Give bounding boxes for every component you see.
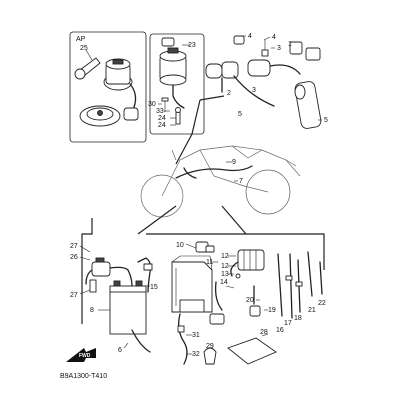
main-switch (159, 47, 187, 109)
callout-32: 32 (192, 351, 200, 358)
handlebar-switch-group: 4 4 3 1 2 3 5 5 (205, 33, 328, 129)
callout-4: 4 (248, 33, 252, 40)
callout-16: 16 (276, 327, 284, 334)
callout-24b: 24 (158, 122, 166, 129)
battery-box (171, 255, 213, 313)
battery-cable (137, 257, 152, 293)
ap-key (74, 57, 101, 80)
bolt-13 (235, 273, 241, 279)
wiring-harness-on-bike (175, 165, 253, 179)
starter-relay-group: 27 26 27 (70, 218, 129, 324)
callout-18: 18 (294, 315, 302, 322)
clutch-switch (233, 35, 245, 45)
callout-25: 25 (80, 45, 88, 52)
callout-30: 30 (148, 101, 156, 108)
callout-6: 6 (118, 347, 122, 354)
ap-group-label: AP (76, 36, 86, 43)
callout-27a: 27 (70, 243, 78, 250)
forward-label: FWD (79, 353, 91, 359)
handlebar-grips (233, 75, 322, 129)
callout-12b: 12 (221, 263, 229, 270)
callout-20: 20 (246, 297, 254, 304)
rectifier-regulator (230, 249, 265, 277)
starter-relay (85, 257, 129, 285)
cover-plate (227, 337, 277, 365)
callout-24a: 24 (158, 115, 166, 122)
ap-main-switch (103, 58, 137, 113)
callout-33: 33 (156, 108, 164, 115)
callout-21: 21 (308, 307, 316, 314)
ap-group: AP 25 (69, 31, 147, 143)
callout-26: 26 (70, 254, 78, 261)
battery (109, 280, 147, 335)
callout-2: 2 (227, 90, 231, 97)
callout-7: 7 (239, 178, 243, 185)
callout-15: 15 (150, 284, 158, 291)
sensor-14 (209, 281, 225, 325)
cable-ties (277, 251, 323, 319)
fuse-box (195, 241, 215, 253)
main-switch-key (161, 37, 175, 47)
callout-4b: 4 (272, 34, 276, 41)
battery-band (143, 263, 153, 271)
rear-wheel (245, 169, 291, 215)
callout-10: 10 (176, 242, 184, 249)
ap-lock-cylinder (123, 107, 139, 121)
relay-units (289, 41, 321, 61)
left-handlebar-switch (205, 61, 239, 93)
callout-29: 29 (206, 343, 214, 350)
callout-3b: 3 (252, 87, 256, 94)
callout-5b: 5 (324, 117, 328, 124)
callout-1: 1 (288, 41, 292, 48)
callout-22: 22 (318, 300, 326, 307)
ground-cable (177, 313, 188, 365)
callout-31: 31 (192, 332, 200, 339)
battery-group: 8 6 15 (90, 257, 158, 354)
right-handlebar-switch (247, 59, 301, 77)
ap-fuel-cap (79, 105, 121, 127)
clamp (203, 347, 217, 365)
callout-9: 9 (232, 159, 236, 166)
starter-relay-bracket (89, 279, 97, 293)
callout-28: 28 (260, 329, 268, 336)
motorcycle-silhouette: 9 7 (140, 145, 301, 218)
electrical-components-group: 10 11 12 12 13 14 (146, 233, 326, 365)
callout-17: 17 (284, 320, 292, 327)
callout-27b: 27 (70, 292, 78, 299)
forward-arrow-icon: FWD (66, 348, 96, 362)
callout-23: 23 (188, 42, 196, 49)
callout-5a: 5 (238, 111, 242, 118)
callout-12a: 12 (221, 253, 229, 260)
callout-19: 19 (268, 307, 276, 314)
main-switch-group: 23 30 33 24 24 (148, 33, 205, 135)
callout-8: 8 (90, 307, 94, 314)
callout-13: 13 (221, 271, 229, 278)
neutral-switch (249, 285, 261, 317)
drawing-code: B9A1300-T410 (60, 373, 107, 380)
front-brake-switch (261, 40, 269, 57)
callout-14: 14 (220, 279, 228, 286)
callout-11: 11 (206, 259, 213, 266)
callout-3: 3 (277, 45, 281, 52)
